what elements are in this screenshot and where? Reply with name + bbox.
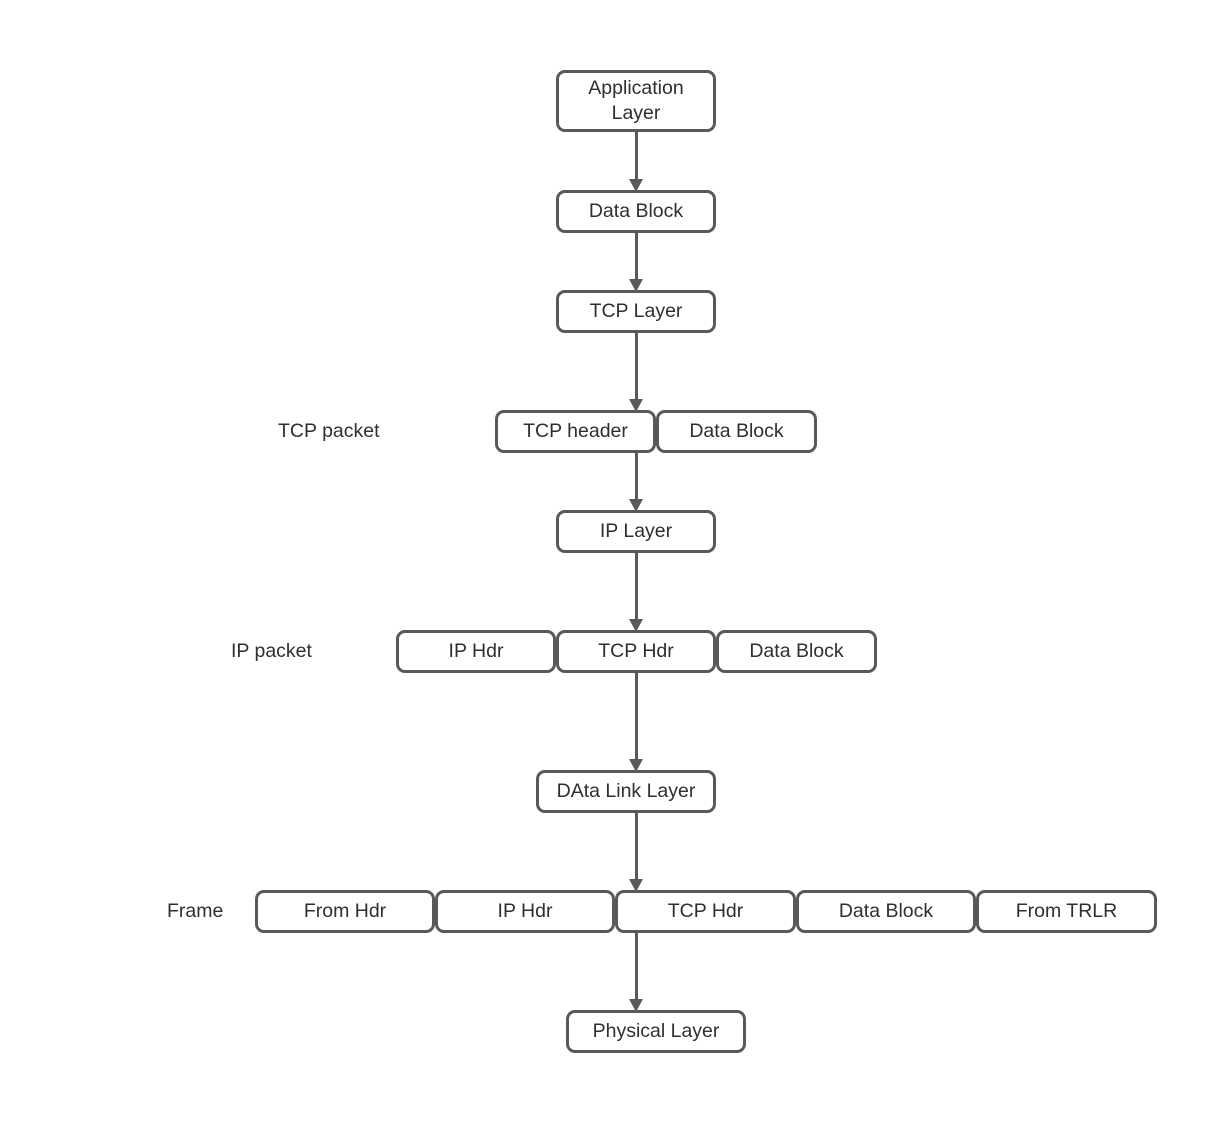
arrow-tcppacket-to-ip-head — [628, 499, 643, 512]
arrow-ip-to-ippacket-head — [628, 619, 643, 632]
segment-frame-tcp-hdr: TCP Hdr — [615, 890, 796, 933]
arrow-ip-to-ippacket-line — [634, 553, 638, 621]
arrow-datablock-to-tcp-line — [634, 233, 638, 281]
arrow-app-to-datablock-line — [634, 132, 638, 181]
node-ip-layer: IP Layer — [556, 510, 716, 553]
segment-frame-ip-hdr: IP Hdr — [435, 890, 615, 933]
arrow-tcp-to-tcppacket-head — [628, 399, 643, 412]
arrow-frame-to-physical-head — [628, 999, 643, 1012]
row-label-ip-packet: IP packet — [231, 639, 312, 662]
arrow-app-to-datablock-head — [628, 179, 643, 192]
segment-tcp-header: TCP header — [495, 410, 656, 453]
segment-tcp-data-block: Data Block — [656, 410, 817, 453]
node-data-block-app: Data Block — [556, 190, 716, 233]
arrow-datablock-to-tcp-head — [628, 279, 643, 292]
row-label-tcp-packet: TCP packet — [278, 419, 380, 442]
segment-ip-hdr: IP Hdr — [396, 630, 556, 673]
row-label-frame: Frame — [167, 899, 224, 922]
arrow-frame-to-physical-line — [634, 933, 638, 1001]
node-application-layer: Application Layer — [556, 70, 716, 132]
segment-frame-data-block: Data Block — [796, 890, 976, 933]
arrow-dll-to-frame-head — [628, 879, 643, 892]
arrow-dll-to-frame-line — [634, 813, 638, 881]
node-physical-layer: Physical Layer — [566, 1010, 746, 1053]
arrow-tcppacket-to-ip-line — [634, 453, 638, 501]
segment-ip-data-block: Data Block — [716, 630, 877, 673]
arrow-tcp-to-tcppacket-line — [634, 333, 638, 401]
segment-frame-from-trlr: From TRLR — [976, 890, 1157, 933]
segment-frame-from-hdr: From Hdr — [255, 890, 435, 933]
arrow-ippacket-to-dll-head — [628, 759, 643, 772]
arrow-ippacket-to-dll-line — [634, 673, 638, 761]
node-tcp-layer: TCP Layer — [556, 290, 716, 333]
segment-ip-tcp-hdr: TCP Hdr — [556, 630, 716, 673]
node-data-link-layer: DAta Link Layer — [536, 770, 716, 813]
